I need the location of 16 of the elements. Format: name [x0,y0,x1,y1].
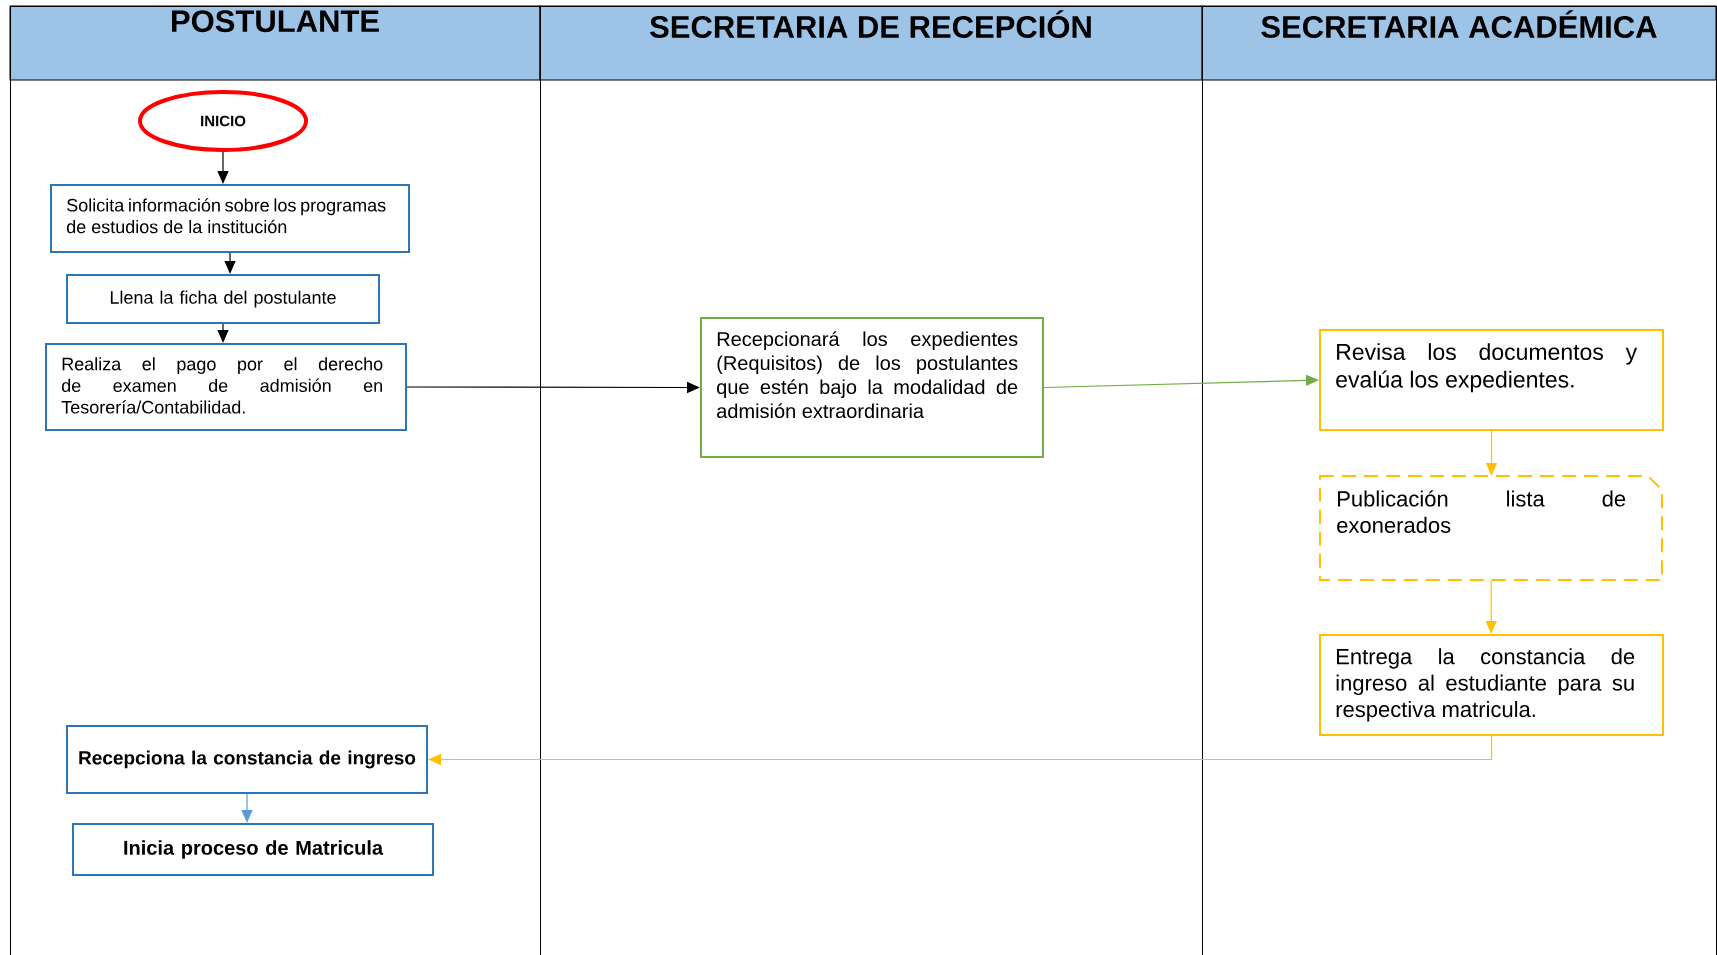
process-box: Solicita información sobre los programas de estudios de la institución [50,184,410,253]
arrow [224,252,236,274]
arrow [1485,579,1497,634]
arrow [241,793,253,823]
arrow [1043,374,1319,389]
process-box: Llena la ficha del postulante [66,274,380,324]
document-box: Publicación lista de exonerados [1319,475,1663,581]
process-box: Revisa los documentos y evalúa los expedientes. [1319,329,1664,431]
process-box: Recepcionará los expedientes (Requisitos) de los postulantes que estén bajo la modalidad de admisión extraordinaria [700,317,1044,458]
arrow [217,323,229,343]
process-box: Realiza el pago por el derecho de examen de admisión en Tesorería/Contabilidad. [45,343,407,431]
arrow [217,151,229,184]
process-box: Recepciona la constancia de ingreso [66,725,428,794]
arrow [428,735,1493,766]
process-box: Inicia proceso de Matricula [72,823,434,876]
process-box: Entrega la constancia de ingreso al estudiante para su respectiva matricula. [1319,634,1664,736]
